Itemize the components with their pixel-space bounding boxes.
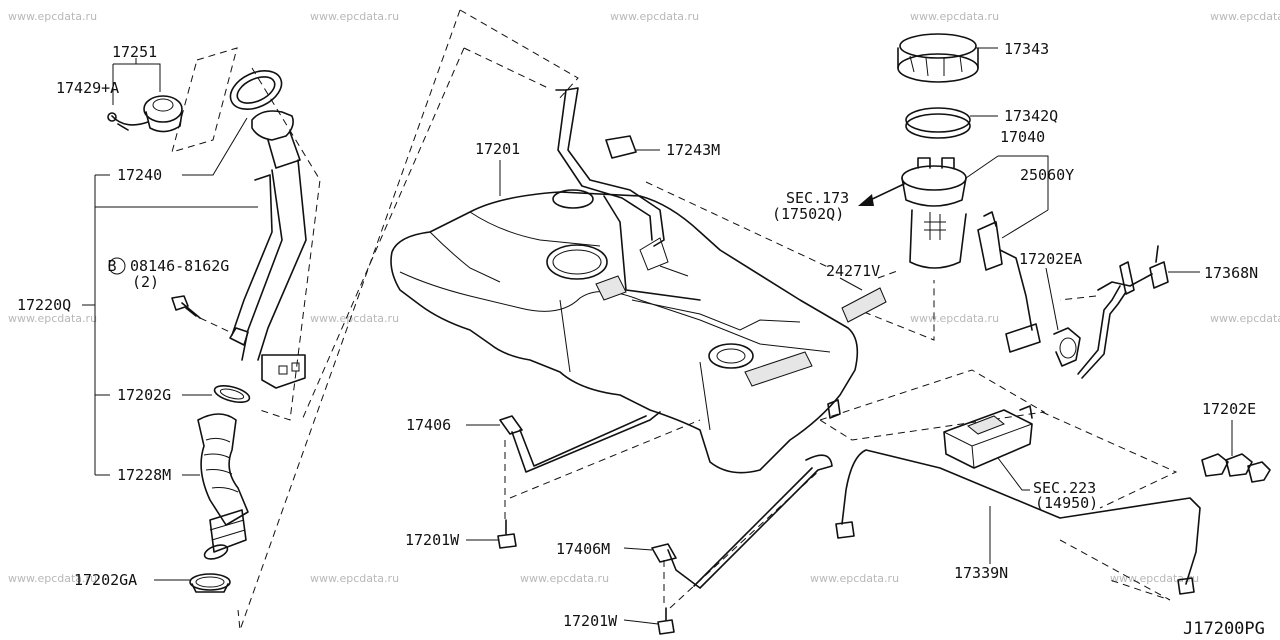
label-17368n: 17368N [1204, 264, 1258, 282]
tank-zone-border-inner-left [301, 47, 465, 421]
watermark: www.epcdata.ru [1210, 312, 1280, 325]
evap-canister [943, 405, 1033, 469]
filler-group [82, 47, 321, 593]
tank-zone-border-inner [463, 47, 549, 89]
filler-hose [197, 413, 249, 560]
pump-guide [877, 269, 901, 279]
label-17339n: 17339N [954, 564, 1008, 582]
diagram-code: J17200PG [1183, 619, 1265, 639]
leader-24271v [839, 277, 863, 291]
strap-dash [669, 469, 821, 609]
label-sec173: SEC.173 [786, 189, 849, 207]
watermark: www.epcdata.ru [310, 312, 399, 325]
label-17202e: 17202E [1202, 400, 1256, 418]
sender-gauge [841, 287, 887, 323]
leader-17040 [998, 155, 1049, 210]
label-17228m: 17228M [117, 466, 171, 484]
tank-strap-front [466, 411, 661, 473]
watermark: www.epcdata.ru [910, 312, 999, 325]
label-17202ea: 17202EA [1019, 250, 1082, 268]
label-17429a: 17429+A [56, 79, 119, 97]
watermark: www.epcdata.ru [910, 10, 999, 23]
watermark: www.epcdata.ru [520, 572, 609, 585]
label-sec223-ref: (14950) [1035, 494, 1098, 512]
pump-seal [905, 107, 971, 139]
bolt [171, 295, 201, 319]
tank-zone-border-left [237, 9, 461, 631]
label-24271v: 24271V [826, 262, 880, 280]
tube-zone [1059, 539, 1171, 601]
label-17243m: 17243M [666, 141, 720, 159]
hose-clamp-upper [213, 384, 251, 404]
vapor-tube-17339n [835, 449, 1201, 595]
hose-clamp-lower [189, 573, 231, 593]
leader-25060y [1001, 209, 1049, 239]
leader-17201w-b [623, 619, 659, 625]
tank-strap-rear [623, 454, 833, 589]
pump-guide [645, 181, 831, 269]
strap-bolt-b [657, 607, 675, 635]
tube-zone [1041, 411, 1178, 509]
fuel-cap [107, 95, 183, 133]
leader-sec223 [997, 457, 1030, 491]
label-17220q: 17220Q [17, 296, 71, 314]
label-17201w-a: 17201W [405, 531, 460, 549]
label-25060y: 25060Y [1020, 166, 1074, 184]
label-bolt-code: 08146-8162G [130, 257, 229, 275]
watermark: www.epcdata.ru [1210, 10, 1280, 23]
watermark: www.epcdata.ru [8, 312, 97, 325]
watermark: www.epcdata.ru [1110, 572, 1199, 585]
label-17201w-b: 17201W [563, 612, 618, 630]
label-17343: 17343 [1004, 40, 1049, 58]
watermark: www.epcdata.ru [310, 10, 399, 23]
bolt-marker-letter: B [107, 257, 116, 275]
watermark: www.epcdata.ru [610, 10, 699, 23]
clamp-17202ea [1053, 327, 1081, 367]
strap-bolt-a [497, 519, 517, 549]
lock-ring [897, 33, 979, 83]
pump-guide [863, 280, 935, 341]
labels: 17251 17429+A 17240 B 08146-8162G (2) 17… [17, 40, 1265, 639]
part-17243m [605, 135, 637, 159]
label-sec173-ref: (17502Q) [772, 205, 844, 223]
tank-zone-border [459, 9, 579, 101]
vent-tube [555, 87, 701, 301]
label-17406m: 17406M [556, 540, 610, 558]
label-17342q: 17342Q [1004, 107, 1058, 125]
strap-dash [509, 419, 701, 499]
leader-17040b [965, 155, 999, 179]
sec173-arrow-icon [858, 183, 905, 206]
label-17201: 17201 [475, 140, 520, 158]
bolt-marker-icon [108, 257, 126, 275]
label-17202ga: 17202GA [74, 571, 137, 589]
label-17406: 17406 [406, 416, 451, 434]
label-17251: 17251 [112, 43, 157, 61]
label-17040: 17040 [1000, 128, 1045, 146]
label-sec223: SEC.223 [1033, 479, 1096, 497]
label-17240: 17240 [117, 166, 162, 184]
clamp-17202e [1201, 453, 1271, 483]
fuel-tank [390, 189, 859, 474]
watermark: www.epcdata.ru [310, 572, 399, 585]
fuel-tube-17368n [1077, 245, 1169, 379]
watermark: www.epcdata.ru [810, 572, 899, 585]
label-17202g: 17202G [117, 386, 171, 404]
leader-17202ea [1045, 267, 1059, 331]
filler-tube [229, 110, 307, 389]
tube-guide [1059, 295, 1097, 301]
watermark: www.epcdata.ru [8, 10, 97, 23]
filler-gasket [229, 70, 283, 110]
canister-zone [818, 369, 1046, 441]
fuel-pump-module [901, 157, 1041, 353]
watermark: www.epcdata.ru [8, 572, 97, 585]
label-bolt-qty: (2) [132, 273, 159, 291]
